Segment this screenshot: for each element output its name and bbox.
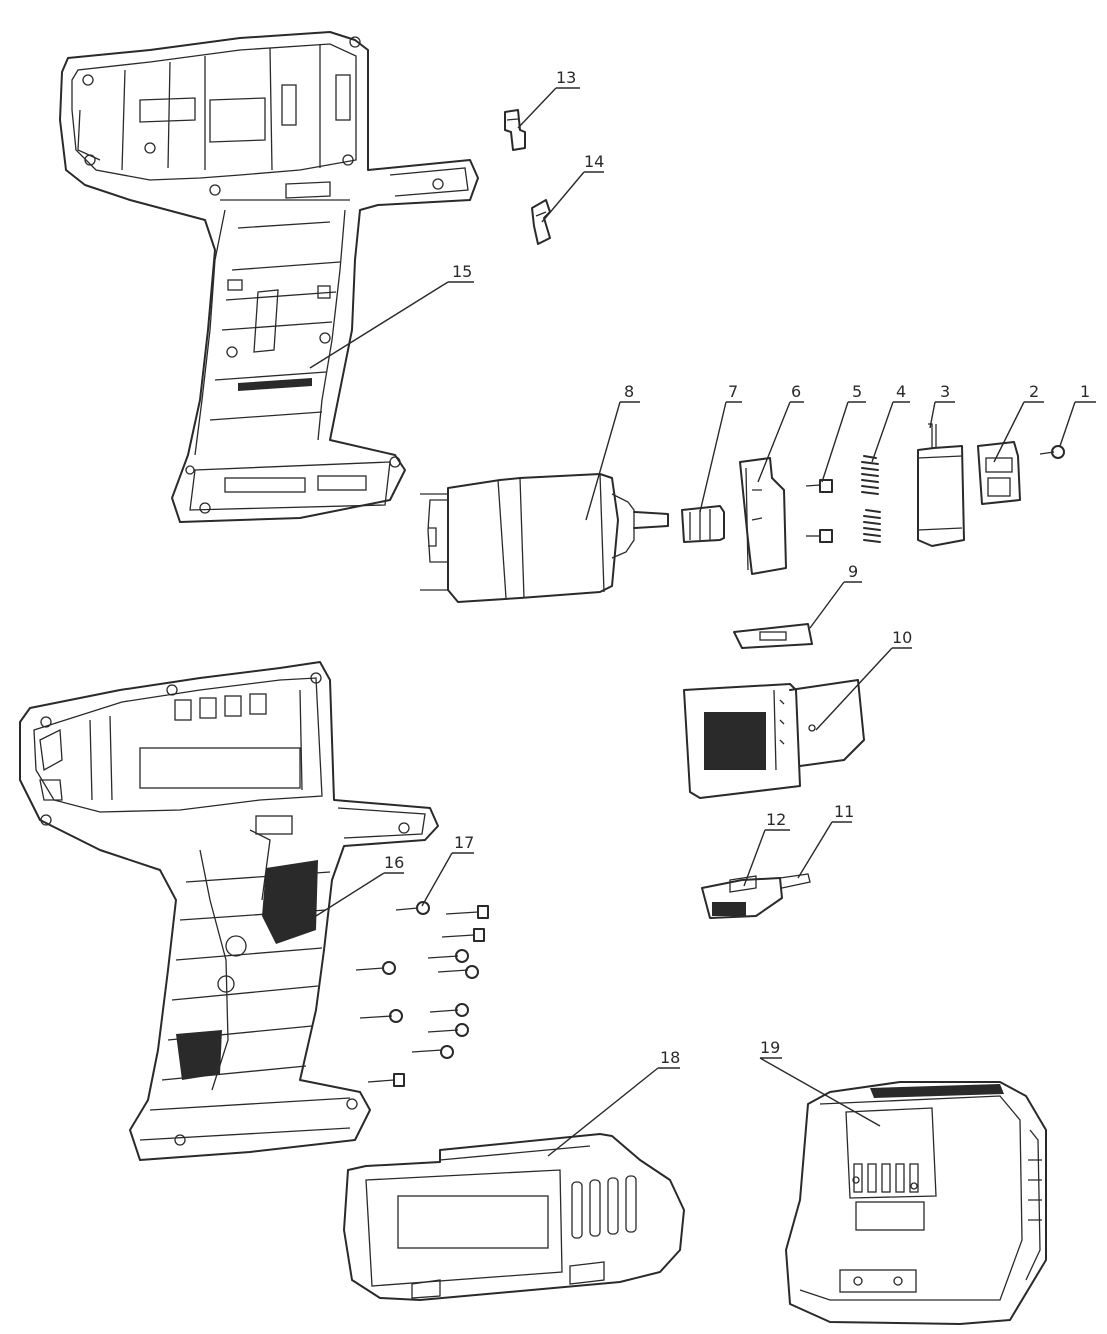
callout-3: 3 [940, 382, 950, 401]
leader-lines [309, 87, 1096, 1157]
part-14-clip [531, 199, 551, 245]
callout-10: 10 [892, 628, 912, 647]
callout-4: 4 [896, 382, 906, 401]
part-6-plate [739, 457, 787, 575]
callout-11: 11 [834, 802, 854, 821]
callout-9: 9 [848, 562, 858, 581]
callout-12: 12 [766, 810, 786, 829]
part-2-block [977, 441, 1021, 505]
callout-14: 14 [584, 152, 604, 171]
part-8-motor [420, 473, 669, 603]
part-11-12-switch-base [701, 873, 811, 919]
part-19-charger [785, 1081, 1047, 1325]
callout-5: 5 [852, 382, 862, 401]
part-3-brush-holder [917, 423, 965, 547]
part-10-switch [683, 679, 865, 799]
part-17-screws [355, 901, 489, 1087]
part-15-housing-left [59, 31, 479, 523]
callout-2: 2 [1029, 382, 1039, 401]
part-1-screw [1039, 445, 1065, 459]
callout-17: 17 [454, 833, 474, 852]
callout-18: 18 [660, 1048, 680, 1067]
callout-8: 8 [624, 382, 634, 401]
callout-13: 13 [556, 68, 576, 87]
part-9-lever [733, 623, 813, 649]
callout-19: 19 [760, 1038, 780, 1057]
callout-6: 6 [791, 382, 801, 401]
callout-7: 7 [728, 382, 738, 401]
part-18-battery [343, 1133, 685, 1301]
part-16-housing-right [19, 661, 439, 1161]
part-4-springs [861, 455, 881, 543]
part-13-clip [504, 109, 526, 151]
part-7-coupling [681, 505, 725, 543]
callout-15: 15 [452, 262, 472, 281]
callout-labels: 13 14 15 8 7 6 5 4 3 2 1 9 10 11 12 17 1… [384, 68, 1090, 1067]
callout-1: 1 [1080, 382, 1090, 401]
part-5-screws [805, 479, 833, 543]
callout-16: 16 [384, 853, 404, 872]
